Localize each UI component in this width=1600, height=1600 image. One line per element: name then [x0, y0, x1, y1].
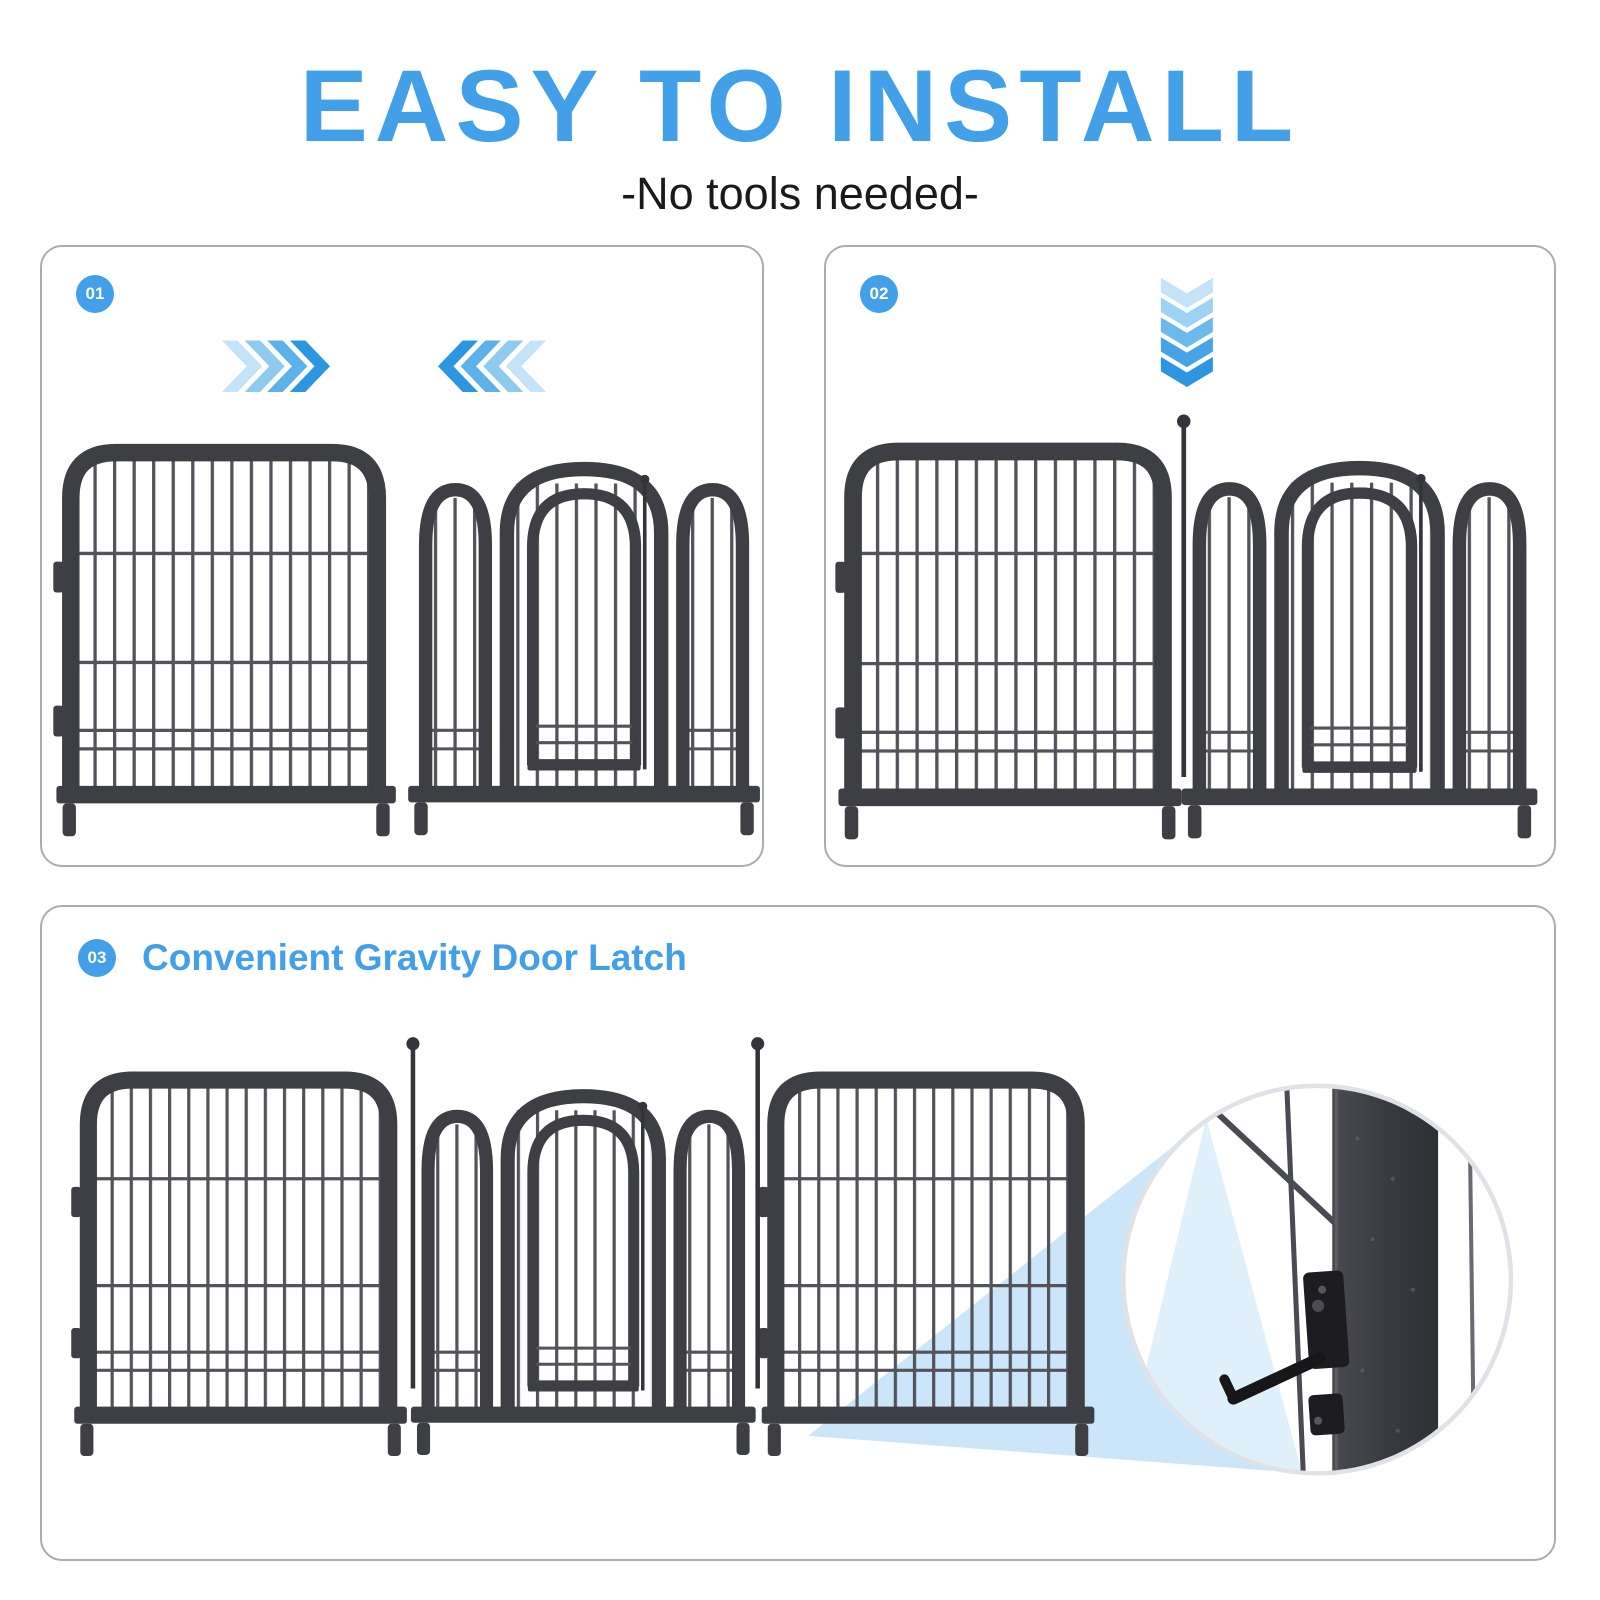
connector-pin: [406, 1037, 419, 1388]
connector-pin: [1177, 415, 1191, 777]
step3-header: 03 Convenient Gravity Door Latch: [78, 937, 687, 979]
step3-title: Convenient Gravity Door Latch: [142, 937, 687, 978]
fence-panel-group: [410, 1096, 756, 1455]
fence-panel-group: [408, 469, 760, 836]
step1-illustration: [42, 340, 760, 865]
step-panel-01: 01: [40, 245, 764, 867]
magnifier-circle: [1121, 1083, 1514, 1476]
page-subtitle: -No tools needed-: [621, 168, 979, 219]
step-panel-03: 03 Convenient Gravity Door Latch: [40, 905, 1556, 1561]
chevron-down-icon: [1160, 277, 1213, 387]
fence-panel-large: [71, 1080, 407, 1456]
gravity-latch: [1219, 1270, 1350, 1436]
fence-panel-large: [759, 1080, 1095, 1456]
step-badge-03: 03: [78, 939, 116, 977]
fence-panel-group: [1181, 468, 1538, 839]
fence-panel-large: [53, 453, 396, 837]
fence-panel-large: [835, 451, 1181, 839]
chevron-right-icon: [222, 340, 330, 392]
page-title: EASY TO INSTALL: [299, 49, 1301, 163]
chevron-left-icon: [438, 340, 546, 392]
step2-illustration: [826, 277, 1538, 865]
step-badge-01: 01: [76, 275, 114, 313]
step-badge-02: 02: [860, 275, 898, 313]
step-panel-02: 02: [824, 245, 1556, 867]
step3-illustration: [42, 987, 1514, 1476]
